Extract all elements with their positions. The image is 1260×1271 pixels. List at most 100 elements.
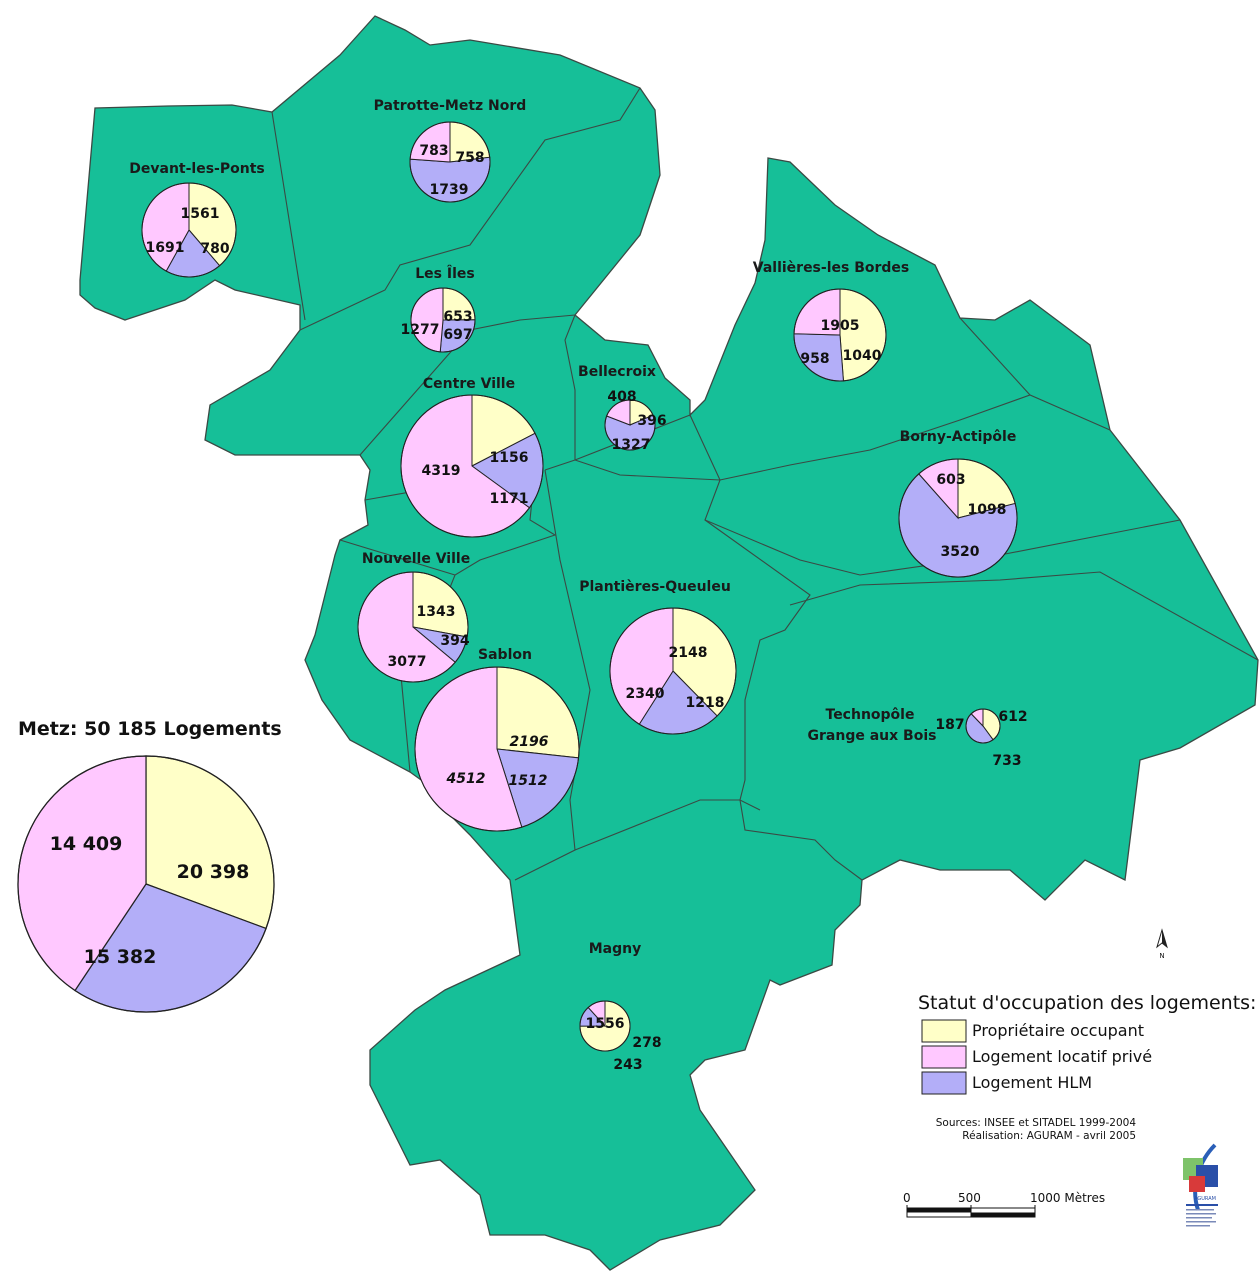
value-les-iles-hlm: 697 [443, 327, 472, 343]
total-value-hlm: 14 409 [50, 833, 123, 855]
value-patrotte-metz-nord-locatif: 783 [419, 143, 448, 159]
value-devant-les-ponts-hlm: 780 [200, 241, 229, 257]
value-les-iles-proprietaire: 653 [443, 309, 472, 325]
value-patrotte-metz-nord-hlm: 1739 [430, 182, 469, 198]
district-name-nouvelle-ville: Nouvelle Ville [362, 551, 470, 567]
district-boundary [574, 799, 761, 851]
pie-devant-les-ponts [141, 182, 237, 278]
value-sablon-proprietaire: 2196 [510, 734, 549, 750]
district-boundary [704, 479, 1181, 576]
value-devant-les-ponts-locatif: 1691 [146, 240, 185, 256]
scale-tick-1000: 1000 Mètres [1030, 1191, 1105, 1205]
value-bellecroix-locatif: 408 [607, 389, 636, 405]
value-nouvelle-ville-hlm: 394 [440, 633, 469, 649]
district-name-technopole: Technopôle [826, 707, 915, 723]
district-name-les-iles: Les Îles [415, 265, 474, 282]
value-magny-proprietaire: 1556 [586, 1016, 625, 1032]
district-boundary [689, 414, 721, 481]
value-technopole-locatif: 187 [935, 717, 964, 733]
value-devant-les-ponts-proprietaire: 1561 [181, 206, 220, 222]
value-les-iles-locatif: 1277 [401, 322, 440, 338]
total-value-locatif: 20 398 [177, 861, 250, 883]
value-nouvelle-ville-locatif: 3077 [388, 654, 427, 670]
value-plantieres-queuleu-locatif: 2340 [626, 686, 665, 702]
district-name-magny: Magny [589, 941, 642, 957]
value-centre-ville-proprietaire: 1156 [490, 450, 529, 466]
value-borny-actipole-proprietaire: 1098 [968, 502, 1007, 518]
pie-centre-ville [400, 394, 544, 538]
value-magny-hlm: 278 [632, 1035, 661, 1051]
district-boundary [704, 519, 811, 801]
north-arrow-icon: N [1156, 928, 1168, 960]
district-name-bellecroix: Bellecroix [578, 364, 656, 380]
district-name-centre-ville: Centre Ville [423, 376, 515, 392]
value-plantieres-queuleu-hlm: 1218 [686, 695, 725, 711]
district-labels: Devant-les-Ponts 1561 1691 780 Patrotte-Metz… [129, 98, 1027, 1073]
district-name-vallieres-les-bordes: Vallières-les Bordes [753, 260, 910, 276]
pie-sablon [414, 666, 580, 832]
value-sablon-locatif: 4512 [446, 771, 486, 787]
value-bellecroix-proprietaire: 396 [637, 413, 666, 429]
legend-swatch-proprietaire [921, 1019, 967, 1043]
pie-patrotte-metz-nord [409, 121, 491, 203]
pie-bellecroix [604, 399, 656, 451]
district-boundary [299, 87, 641, 331]
pie-magny [579, 1000, 631, 1052]
value-centre-ville-hlm: 1171 [490, 491, 529, 507]
district-name-sablon: Sablon [478, 647, 532, 663]
value-vallieres-les-bordes-proprietaire: 1905 [821, 318, 860, 334]
sources-line-2: Réalisation: AGURAM - avril 2005 [962, 1130, 1136, 1142]
logo-name: AGURAM [1194, 1196, 1216, 1202]
value-patrotte-metz-nord-proprietaire: 758 [455, 150, 484, 166]
district-pie-charts [141, 121, 1018, 1052]
pie-technopole [965, 708, 1001, 744]
value-vallieres-les-bordes-locatif: 958 [800, 351, 829, 367]
district-boundary [544, 314, 576, 471]
value-technopole-proprietaire: 612 [998, 709, 1027, 725]
total-pie-chart: Metz: 50 185 Logements 15 382 20 398 14 40… [17, 718, 282, 1013]
district-boundary [271, 111, 306, 321]
district-name-plantieres-queuleu: Plantières-Queuleu [579, 579, 731, 595]
north-label: N [1159, 952, 1164, 960]
value-nouvelle-ville-proprietaire: 1343 [417, 604, 456, 620]
legend-label-locatif: Logement locatif privé [972, 1047, 1152, 1066]
district-name-technopole-line2: Grange aux Bois [808, 728, 937, 744]
total-title: Metz: 50 185 Logements [18, 718, 282, 740]
value-centre-ville-locatif: 4319 [422, 463, 461, 479]
pie-plantieres-queuleu [609, 607, 737, 735]
sources-line-1: Sources: INSEE et SITADEL 1999-2004 [936, 1117, 1137, 1129]
value-sablon-hlm: 1512 [509, 773, 548, 789]
district-name-patrotte-metz-nord: Patrotte-Metz Nord [374, 98, 527, 114]
pie-nouvelle-ville [357, 571, 469, 683]
aguram-logo-icon: AGURAM [1183, 1143, 1218, 1227]
legend-swatch-hlm [921, 1071, 967, 1095]
scale-bar: 0 500 1000 Mètres [903, 1191, 1105, 1218]
district-boundary [514, 469, 591, 881]
district-boundary [574, 394, 1111, 481]
legend-label-proprietaire: Propriétaire occupant [972, 1021, 1144, 1040]
district-boundary [739, 799, 863, 881]
district-boundary [339, 539, 456, 576]
pie-les-iles [410, 287, 476, 353]
district-boundary [789, 571, 1259, 661]
legend-label-hlm: Logement HLM [972, 1073, 1092, 1092]
legend: Statut d'occupation des logements: Propr… [918, 992, 1256, 1095]
value-plantieres-queuleu-proprietaire: 2148 [669, 645, 708, 661]
scale-tick-0: 0 [903, 1191, 911, 1205]
district-name-borny-actipole: Borny-Actipôle [900, 429, 1017, 445]
scale-tick-500: 500 [958, 1191, 981, 1205]
value-technopole-hlm: 733 [992, 753, 1021, 769]
pie-borny-actipole [898, 458, 1018, 578]
district-name-devant-les-ponts: Devant-les-Ponts [129, 161, 264, 177]
legend-title: Statut d'occupation des logements: [918, 992, 1256, 1014]
value-vallieres-les-bordes-hlm: 1040 [843, 348, 882, 364]
pie-vallieres-les-bordes [793, 288, 887, 382]
legend-swatch-locatif [921, 1045, 967, 1069]
value-borny-actipole-locatif: 603 [936, 472, 965, 488]
district-boundary [359, 314, 576, 456]
value-magny-locatif: 243 [613, 1057, 642, 1073]
value-bellecroix-hlm: 1327 [612, 437, 651, 453]
district-boundary [959, 317, 1031, 396]
total-value-proprietaire: 15 382 [84, 946, 157, 968]
